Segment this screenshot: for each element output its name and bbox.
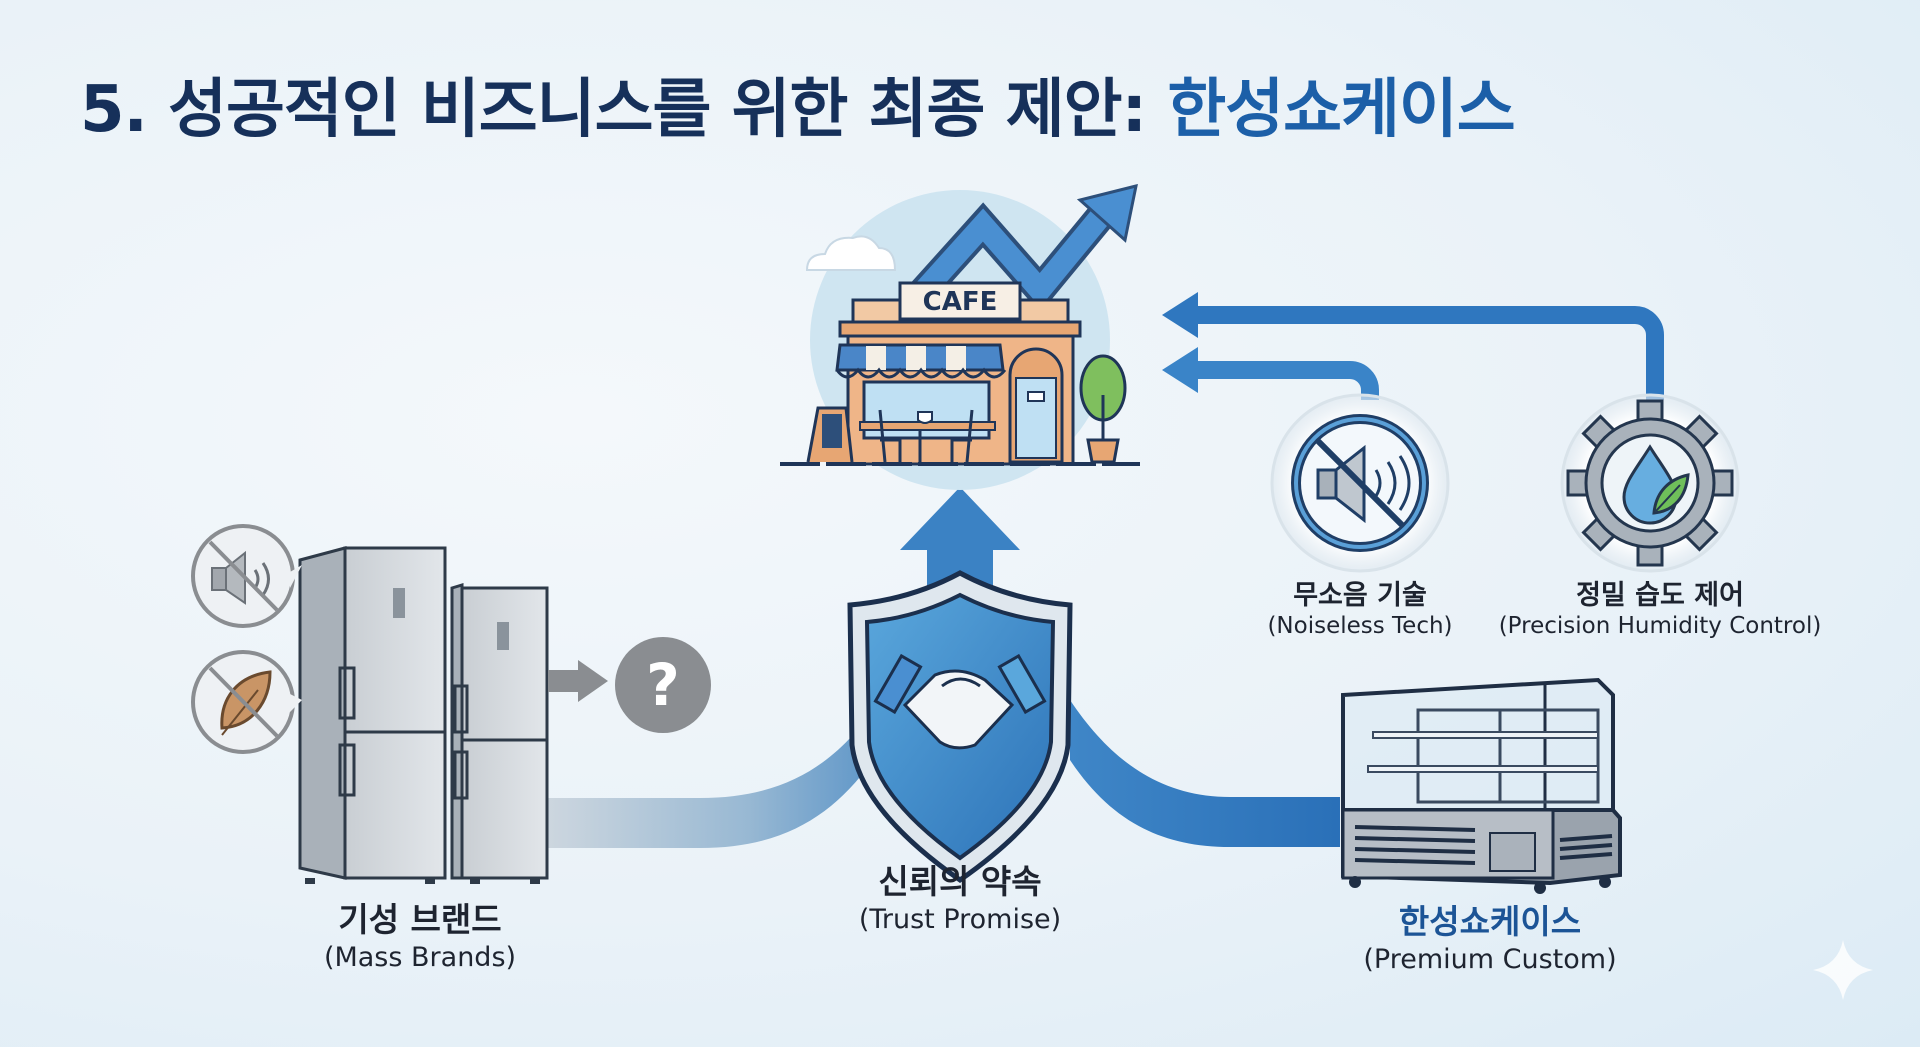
question-mark-icon: ? [615, 637, 711, 733]
feature-noiseless-label: 무소음 기술 (Noiseless Tech) [1240, 580, 1480, 642]
mass-brands-label: 기성 브랜드 (Mass Brands) [280, 900, 560, 975]
hansung-label-en: (Premium Custom) [1363, 943, 1617, 975]
cafe-sign-text: CAFE [923, 287, 998, 317]
feature-noiseless-en: (Noiseless Tech) [1267, 613, 1453, 640]
leaf-crossed-icon [191, 650, 302, 754]
trust-label-ko: 신뢰의 약속 [878, 862, 1042, 901]
humidity-arrowhead [1162, 292, 1198, 338]
mass-brands-label-en: (Mass Brands) [323, 941, 517, 973]
mass-brands-label-ko: 기성 브랜드 [338, 900, 502, 939]
sparkle-icon [1813, 940, 1873, 1000]
noiseless-icon [1270, 393, 1450, 573]
noise-muted-crossed-icon [191, 524, 302, 628]
humidity-gear-icon [1560, 393, 1740, 573]
trust-label-en: (Trust Promise) [858, 903, 1062, 935]
feature-humidity-label: 정밀 습도 제어 (Precision Humidity Control) [1480, 580, 1840, 642]
mass-brand-fridges-icon [298, 546, 549, 884]
feature-humidity-ko: 정밀 습도 제어 [1576, 580, 1744, 611]
humidity-to-cafe-arrow [1195, 306, 1664, 400]
noiseless-arrowhead [1162, 347, 1198, 393]
feature-humidity-en: (Precision Humidity Control) [1498, 613, 1822, 640]
gray-arrow-to-question [548, 660, 608, 702]
mass-brands-flow-band [548, 700, 880, 848]
trust-promise-label: 신뢰의 약속 (Trust Promise) [820, 862, 1100, 937]
title-main: 5. 성공적인 비즈니스를 위한 최종 제안: [80, 73, 1168, 147]
question-glyph: ? [646, 651, 680, 719]
hansung-label: 한성쇼케이스 (Premium Custom) [1330, 902, 1650, 977]
display-showcase-icon [1341, 677, 1622, 894]
hansung-label-ko: 한성쇼케이스 [1398, 902, 1582, 941]
page-title: 5. 성공적인 비즈니스를 위한 최종 제안: 한성쇼케이스 [80, 58, 1516, 150]
shield-handshake-icon [847, 570, 1073, 884]
feature-noiseless-ko: 무소음 기술 [1293, 580, 1427, 611]
cafe-storefront-icon: CAFE [780, 183, 1140, 490]
title-accent: 한성쇼케이스 [1167, 73, 1515, 147]
hansung-flow-band [1070, 700, 1340, 847]
noiseless-to-cafe-arrow [1195, 361, 1379, 400]
